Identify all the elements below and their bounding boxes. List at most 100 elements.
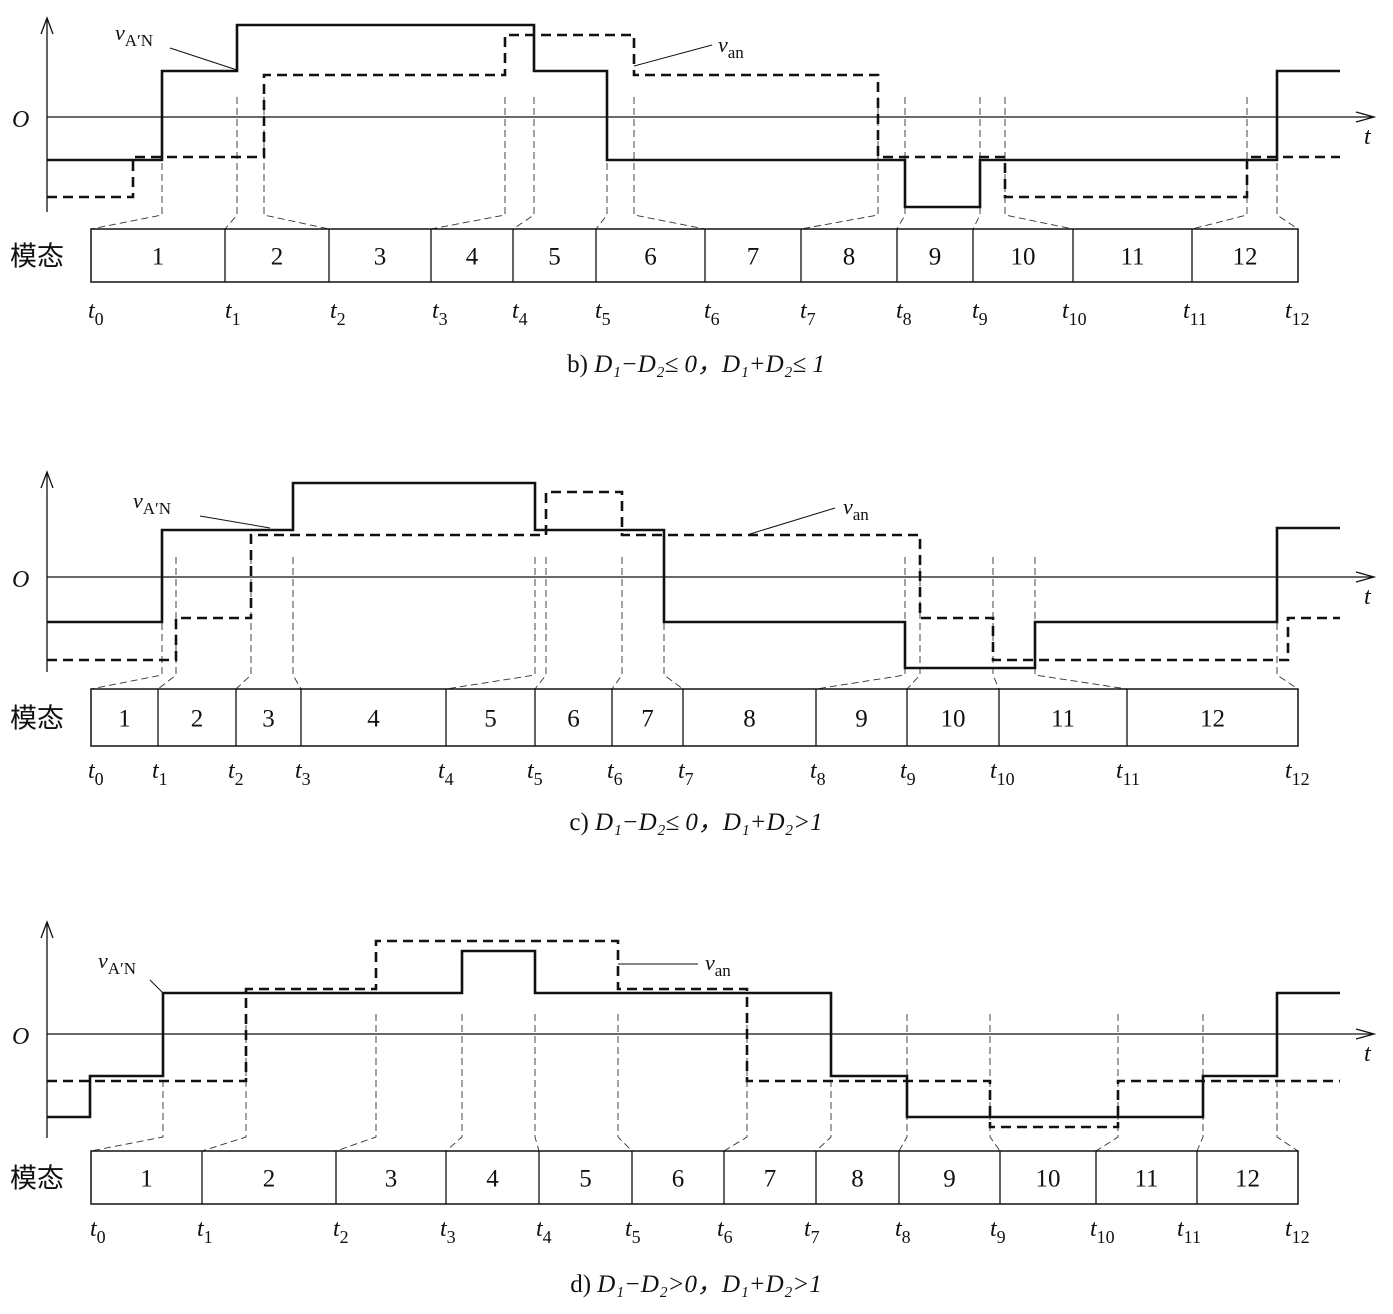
- mode-cell-12: 12: [1200, 706, 1225, 733]
- mode-cell-4: 4: [367, 706, 380, 733]
- time-axis-arrow-icon: [1355, 1028, 1377, 1040]
- time-label-t0: t0: [88, 758, 104, 789]
- vAN-waveform: [47, 23, 1340, 209]
- time-axis-arrow-icon: [1355, 111, 1377, 123]
- vAN-waveform: [47, 949, 1340, 1119]
- transition-guide-line: [235, 557, 252, 690]
- time-label-t9: t9: [990, 1216, 1006, 1247]
- vAN-label: vA′N: [133, 488, 171, 518]
- time-label-t6: t6: [607, 758, 623, 789]
- transition-guide-line: [430, 97, 506, 230]
- mode-cell-7: 7: [641, 706, 654, 733]
- mode-box: [90, 228, 1299, 283]
- van-waveform: [47, 33, 1340, 199]
- time-label-t3: t3: [432, 298, 448, 329]
- y-axis-arrow-icon: [40, 16, 54, 35]
- time-label-t10: t10: [990, 758, 1015, 789]
- mode-cell-9: 9: [855, 706, 868, 733]
- time-label-t8: t8: [895, 1216, 911, 1247]
- transition-guide-line: [989, 1014, 1001, 1152]
- time-axis-label: t: [1364, 1041, 1372, 1067]
- transition-guide-line: [90, 1014, 164, 1152]
- time-label-t4: t4: [438, 758, 454, 789]
- time-axis-label: t: [1364, 584, 1372, 610]
- time-label-t2: t2: [333, 1216, 349, 1247]
- mode-cell-9: 9: [929, 244, 942, 271]
- time-label-t3: t3: [440, 1216, 456, 1247]
- origin-label: O: [12, 567, 29, 593]
- transition-guide-line: [896, 97, 906, 230]
- time-label-t2: t2: [330, 298, 346, 329]
- time-label-t12: t12: [1285, 298, 1310, 329]
- transition-guide-line: [898, 1014, 908, 1152]
- vAN-leader-line: [169, 47, 238, 71]
- time-label-t11: t11: [1183, 298, 1207, 329]
- time-label-t2: t2: [228, 758, 244, 789]
- transition-guide-line: [633, 97, 706, 230]
- transition-guide-line: [972, 97, 981, 230]
- time-label-t1: t1: [152, 758, 168, 789]
- transition-guide-line: [1004, 97, 1074, 230]
- time-label-t11: t11: [1177, 1216, 1201, 1247]
- mode-cell-5: 5: [579, 1166, 592, 1193]
- van-waveform: [47, 939, 1340, 1129]
- van-label: van: [705, 950, 731, 980]
- mode-cell-3: 3: [385, 1166, 398, 1193]
- time-label-t1: t1: [197, 1216, 213, 1247]
- mode-cell-1: 1: [118, 706, 131, 733]
- van-leader-line: [633, 44, 713, 67]
- time-label-t3: t3: [295, 758, 311, 789]
- time-label-t1: t1: [225, 298, 241, 329]
- mode-cell-6: 6: [672, 1166, 685, 1193]
- time-label-t7: t7: [800, 298, 816, 329]
- time-axis-arrow-icon: [1355, 571, 1377, 583]
- transition-guide-line: [1191, 97, 1248, 230]
- time-label-t5: t5: [527, 758, 543, 789]
- transition-guide-line: [445, 557, 536, 690]
- transition-guide-line: [201, 1014, 247, 1152]
- van-waveform: [47, 490, 1340, 662]
- mode-cell-6: 6: [644, 244, 657, 271]
- transition-guide-line: [723, 1014, 748, 1152]
- time-label-t11: t11: [1116, 758, 1140, 789]
- transition-guide-line: [292, 557, 302, 690]
- transition-guide-line: [534, 1014, 540, 1152]
- time-label-t4: t4: [512, 298, 528, 329]
- time-label-t8: t8: [896, 298, 912, 329]
- origin-label: O: [12, 1024, 29, 1050]
- mode-cell-4: 4: [486, 1166, 499, 1193]
- transition-guide-line: [992, 557, 1000, 690]
- mode-cell-8: 8: [843, 244, 856, 271]
- mode-cell-11: 11: [1134, 1166, 1158, 1193]
- mode-row-label: 模态: [10, 242, 64, 272]
- y-axis-arrow-icon: [40, 470, 54, 489]
- time-label-t5: t5: [625, 1216, 641, 1247]
- time-label-t6: t6: [717, 1216, 733, 1247]
- mode-cell-2: 2: [271, 244, 284, 271]
- mode-cell-3: 3: [262, 706, 275, 733]
- transition-guide-line: [611, 557, 623, 690]
- mode-cell-5: 5: [484, 706, 497, 733]
- mode-box: [90, 1150, 1299, 1205]
- time-axis-label: t: [1364, 124, 1372, 150]
- mode-cell-8: 8: [851, 1166, 864, 1193]
- origin-label: O: [12, 107, 29, 133]
- mode-cell-10: 10: [1036, 1166, 1061, 1193]
- transition-guide-line: [815, 557, 906, 690]
- transition-guide-line: [1196, 1014, 1204, 1152]
- mode-cell-11: 11: [1051, 706, 1075, 733]
- mode-row-label: 模态: [10, 704, 64, 734]
- van-leader-line: [749, 507, 836, 535]
- mode-cell-7: 7: [747, 244, 760, 271]
- transition-guide-line: [335, 1014, 377, 1152]
- mode-cell-11: 11: [1120, 244, 1144, 271]
- mode-cell-10: 10: [941, 706, 966, 733]
- vAN-waveform: [47, 481, 1340, 670]
- transition-guide-line: [534, 557, 547, 690]
- transition-guide-line: [617, 1014, 633, 1152]
- transition-guide-line: [157, 557, 177, 690]
- time-label-t6: t6: [704, 298, 720, 329]
- vAN-label: vA′N: [98, 948, 136, 978]
